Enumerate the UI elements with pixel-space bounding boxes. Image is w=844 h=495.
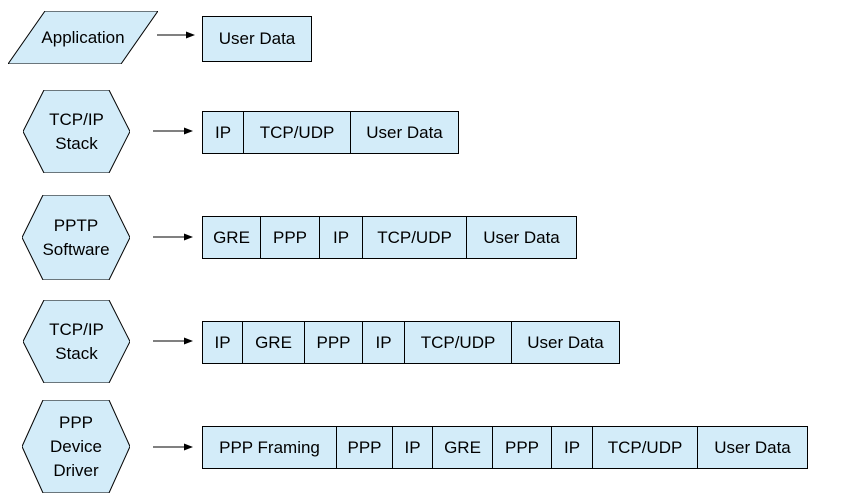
packet-box-gre: GRE — [202, 216, 261, 259]
stage-pptp-software: PPTP Software — [22, 195, 130, 280]
hexagon-shape — [22, 400, 130, 493]
packet-box-user-data: User Data — [466, 216, 577, 259]
packet-box-label: User Data — [218, 29, 296, 48]
packet-row-tcpip-2: IP GRE PPP IP TCP/UDP User Data — [202, 321, 620, 364]
packet-box-label: TCP/UDP — [607, 437, 683, 457]
packet-box-label: TCP/UDP — [420, 332, 496, 352]
stage-label-line: Stack — [55, 343, 98, 363]
packet-box-tcp-udp: TCP/UDP — [243, 111, 351, 154]
packet-box-label: User Data — [483, 227, 560, 247]
packet-box-ppp: PPP — [260, 216, 320, 259]
packet-box-label: PPP — [316, 332, 351, 352]
packet-box-ip: IP — [202, 321, 243, 364]
packet-box-label: IP — [214, 122, 232, 142]
packet-box-gre: GRE — [432, 426, 493, 469]
packet-row-application: User Data — [202, 16, 312, 62]
packet-box-ip: IP — [362, 321, 405, 364]
stage-label-line: PPTP — [53, 215, 99, 235]
packet-box-label: User Data — [527, 332, 604, 352]
packet-box-ppp: PPP — [492, 426, 552, 469]
hexagon-shape — [23, 300, 130, 383]
arrow-right-icon — [153, 443, 193, 451]
stage-label-line: Application — [41, 27, 125, 47]
stage-label: Application — [8, 11, 158, 64]
packet-box-gre: GRE — [242, 321, 305, 364]
packet-box-label: IP — [375, 332, 392, 352]
arrow-right-icon — [157, 31, 195, 39]
packet-box-user-data: User Data — [350, 111, 459, 154]
stage-label-line: Driver — [53, 460, 99, 480]
packet-box-label: PPP Framing — [219, 437, 320, 457]
packet-box-user-data: User Data — [511, 321, 620, 364]
stage-label-line: TCP/IP — [49, 109, 104, 129]
packet-box-label: User Data — [714, 437, 791, 457]
stage-label: TCP/IP Stack — [23, 90, 130, 173]
packet-box-label: TCP/UDP — [377, 227, 452, 247]
packet-row-pptp: GRE PPP IP TCP/UDP User Data — [202, 216, 577, 259]
packet-box-label: User Data — [366, 122, 443, 142]
hexagon-shape — [23, 90, 130, 173]
packet-box-label: PPP — [347, 437, 382, 457]
packet-row-tcpip-1: IP TCP/UDP User Data — [202, 111, 459, 154]
packet-box-ip: IP — [202, 111, 244, 154]
packet-box-ip: IP — [392, 426, 433, 469]
packet-box-label: IP — [404, 437, 421, 457]
stage-label-line: PPP — [58, 412, 94, 432]
arrow-right-icon — [153, 233, 193, 241]
packet-box-label: IP — [563, 437, 581, 457]
stage-label: PPTP Software — [22, 195, 130, 280]
stage-label-line: Device — [50, 436, 102, 456]
hexagon-shape — [22, 195, 130, 280]
packet-box-label: TCP/UDP — [259, 122, 335, 142]
parallelogram-shape — [8, 11, 158, 64]
arrow-right-icon — [153, 337, 193, 345]
stage-tcpip-stack-1: TCP/IP Stack — [23, 90, 130, 173]
stage-label-line: TCP/IP — [49, 319, 104, 339]
packet-box-tcp-udp: TCP/UDP — [592, 426, 698, 469]
packet-box-label: GRE — [213, 227, 250, 247]
stage-label: PPP Device Driver — [22, 400, 130, 493]
packet-row-ppp-driver: PPP Framing PPP IP GRE PPP IP TCP/UDP Us… — [202, 426, 808, 469]
packet-box-ppp-framing: PPP Framing — [202, 426, 337, 469]
packet-box-label: PPP — [272, 227, 308, 247]
stage-ppp-device-driver: PPP Device Driver — [22, 400, 130, 493]
packet-box-user-data: User Data — [202, 16, 312, 62]
packet-box-ip: IP — [551, 426, 593, 469]
packet-box-ppp: PPP — [304, 321, 363, 364]
packet-box-label: GRE — [444, 437, 481, 457]
stage-label-line: Stack — [55, 133, 98, 153]
packet-box-user-data: User Data — [697, 426, 808, 469]
stage-label-line: Software — [42, 239, 110, 259]
arrow-right-icon — [153, 127, 193, 135]
stage-tcpip-stack-2: TCP/IP Stack — [23, 300, 130, 383]
packet-box-label: IP — [332, 227, 350, 247]
packet-box-label: GRE — [255, 332, 292, 352]
packet-box-ip: IP — [319, 216, 363, 259]
packet-box-label: PPP — [504, 437, 540, 457]
packet-box-label: IP — [214, 332, 231, 352]
packet-box-ppp: PPP — [336, 426, 393, 469]
packet-box-tcp-udp: TCP/UDP — [362, 216, 467, 259]
stage-label: TCP/IP Stack — [23, 300, 130, 383]
packet-box-tcp-udp: TCP/UDP — [404, 321, 512, 364]
stage-application: Application — [8, 11, 158, 64]
